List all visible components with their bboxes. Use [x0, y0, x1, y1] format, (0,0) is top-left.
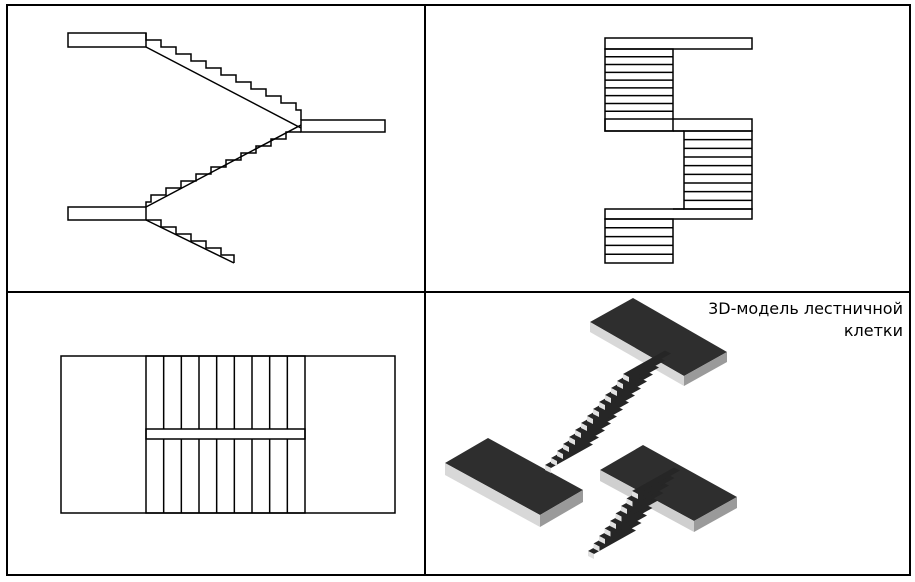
model-step-riser — [615, 513, 622, 522]
model-step-riser — [557, 451, 563, 459]
model-step-riser — [545, 465, 551, 473]
model-step-riser — [599, 536, 605, 544]
model-step-riser — [563, 444, 569, 452]
panel-frame — [6, 4, 911, 576]
model-step-riser — [551, 458, 557, 466]
stair-3d-model — [445, 298, 737, 559]
model-top-landing — [590, 298, 727, 376]
model-caption: 3D-модель лестничной клетки — [708, 298, 903, 342]
model-step-riser — [575, 430, 581, 438]
model-step-riser — [605, 395, 611, 403]
model-step-tread — [610, 497, 658, 524]
model-step-riser — [632, 491, 638, 499]
flight-upper-soffit — [145, 46, 302, 129]
side-plan-view — [604, 37, 753, 264]
model-step-tread — [599, 512, 647, 539]
flight-upper — [145, 33, 302, 120]
model-step-tread — [588, 527, 636, 554]
flight-box-middle — [683, 130, 753, 210]
stairwell-outline — [60, 355, 396, 514]
model-step-riser — [593, 409, 599, 417]
model-step-riser — [593, 543, 600, 552]
model-step-tread — [621, 482, 669, 509]
flight-area — [145, 355, 306, 514]
model-right-landing — [600, 445, 737, 521]
landing-mid-right — [300, 119, 386, 133]
flight-lower-soffit — [145, 219, 235, 264]
model-step-tread — [623, 350, 671, 377]
flight-box-lower — [604, 218, 674, 264]
model-step-riser — [611, 388, 617, 396]
section-view — [67, 32, 386, 264]
flight-middle-soffit — [145, 124, 302, 208]
model-caption-line2: клетки — [843, 321, 903, 340]
model-step-tread — [632, 467, 680, 494]
platform-middle — [604, 118, 753, 132]
model-step-riser — [626, 498, 633, 507]
mid-landing-strip — [145, 428, 306, 440]
platform-top — [604, 37, 753, 50]
model-step-tread — [593, 519, 642, 547]
top-plan-view — [60, 355, 396, 514]
model-step-riser — [623, 374, 629, 382]
model-step-riser — [604, 528, 611, 537]
landing-bottom-left — [67, 206, 147, 221]
model-step-riser — [588, 551, 594, 559]
model-step-riser — [599, 402, 605, 410]
model-step-riser — [617, 381, 623, 389]
landing-top-left — [67, 32, 147, 48]
model-step-riser — [581, 423, 587, 431]
model-step-riser — [621, 506, 627, 514]
model-step-tread — [626, 474, 675, 502]
platform-bottom — [604, 208, 753, 220]
model-step-riser — [587, 416, 593, 424]
model-step-riser — [610, 521, 616, 529]
model-step-tread — [604, 504, 653, 532]
flight-middle — [145, 131, 301, 207]
model-left-landing — [445, 438, 583, 515]
model-step-riser — [569, 437, 575, 445]
model-caption-line1: 3D-модель лестничной — [708, 299, 903, 318]
model-step-tread — [615, 489, 664, 517]
